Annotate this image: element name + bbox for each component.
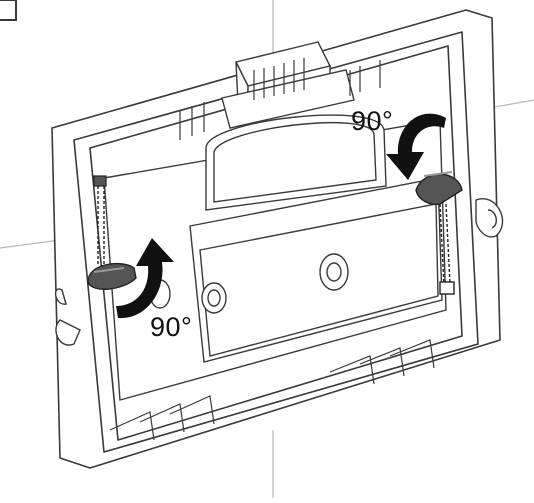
rotation-arrows [116, 113, 446, 319]
left-lever [87, 175, 137, 290]
rotation-label-bottom: 90° [150, 312, 193, 342]
corner-bracket [0, 0, 17, 21]
flush-housing [205, 41, 387, 211]
arrow-down-icon [386, 113, 446, 180]
bottom-ribs [103, 339, 479, 453]
side-clamps [55, 197, 504, 346]
right-lever [415, 171, 463, 295]
arrow-up-icon [116, 238, 174, 319]
rotation-label-top: 90° [351, 106, 394, 136]
frame-ribs [179, 58, 381, 140]
